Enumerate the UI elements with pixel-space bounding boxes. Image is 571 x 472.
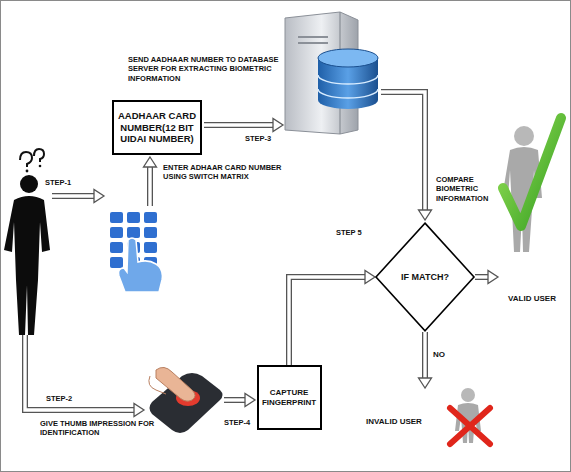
arrow-head <box>419 378 432 388</box>
arrow-head <box>144 157 157 167</box>
node-text: AADHAAR CARD NUMBER(12 BIT UIDAI NUMBER) <box>117 110 197 144</box>
note-text: COMPARE BIOMETRIC INFORMATION <box>436 175 496 203</box>
keypad-icon <box>110 212 162 292</box>
step-label: STEP-4 <box>224 418 264 427</box>
flow-connector <box>475 271 498 284</box>
flow-arrows <box>25 92 432 417</box>
arrow-head <box>365 271 375 284</box>
arrow-shaft <box>204 122 274 128</box>
arrow-shaft-inner <box>52 194 95 197</box>
step-label: STEP 5 <box>336 228 381 237</box>
result-figure: INVALID USER <box>362 388 497 446</box>
invalid-user-figure <box>450 388 490 444</box>
step-label: STEP-1 <box>45 178 90 187</box>
arrow-shaft-inner <box>204 123 274 126</box>
flow-connector <box>289 271 375 366</box>
arrow-shaft <box>289 277 366 365</box>
arrow-shaft <box>475 274 489 280</box>
node-text: IF MATCH? <box>401 272 449 283</box>
step-label: STEP-3 <box>245 134 295 143</box>
node-text: INVALID USER <box>366 417 422 427</box>
server-icon <box>285 12 378 134</box>
node-text: CAPTURE FINGERPRINT <box>262 388 317 407</box>
arrow-shaft-inner <box>289 277 366 365</box>
flow-connector <box>419 332 432 388</box>
step-label: STEP-2 <box>46 394 91 403</box>
arrow-head <box>134 404 144 417</box>
arrow-shaft-inner <box>224 398 246 401</box>
arrow-shaft <box>422 332 428 379</box>
person-figure <box>4 149 50 335</box>
arrow-shaft-inner <box>148 166 151 206</box>
arrow-head <box>245 394 255 407</box>
result-figure: VALID USER <box>498 110 566 306</box>
arrow-shaft-inner <box>423 332 426 379</box>
arrow-shaft-inner <box>25 335 135 410</box>
arrow-shaft <box>381 92 425 211</box>
scanner-icon <box>149 367 223 433</box>
arrow-shaft <box>52 193 95 199</box>
diamond-shape <box>376 223 474 331</box>
note-text: SEND AADHAAR NUMBER TO DATABASE SERVER F… <box>128 55 280 83</box>
arrow-shaft-inner <box>381 92 425 211</box>
node-text: VALID USER <box>508 294 556 304</box>
arrow-head <box>488 271 498 284</box>
note-text: ENTER ADHAAR CARD NUMBER USING SWITCH MA… <box>163 163 298 182</box>
process-box: AADHAAR CARD NUMBER(12 BIT UIDAI NUMBER) <box>112 100 202 155</box>
arrow-head <box>94 190 104 203</box>
decision-diamond: IF MATCH? <box>375 222 475 332</box>
valid-user-figure <box>502 118 561 252</box>
arrow-shaft-inner <box>475 275 489 278</box>
arrow-head <box>273 119 283 132</box>
arrow-shaft <box>224 397 246 403</box>
note-text: GIVE THUMB IMPRESSION FOR IDENTIFICATION <box>40 419 180 438</box>
process-box: CAPTURE FINGERPRINT <box>257 365 322 430</box>
arrow-shaft <box>147 166 153 206</box>
arrow-head <box>419 210 432 220</box>
arrow-shaft <box>25 335 135 410</box>
edge-label: NO <box>431 350 447 359</box>
